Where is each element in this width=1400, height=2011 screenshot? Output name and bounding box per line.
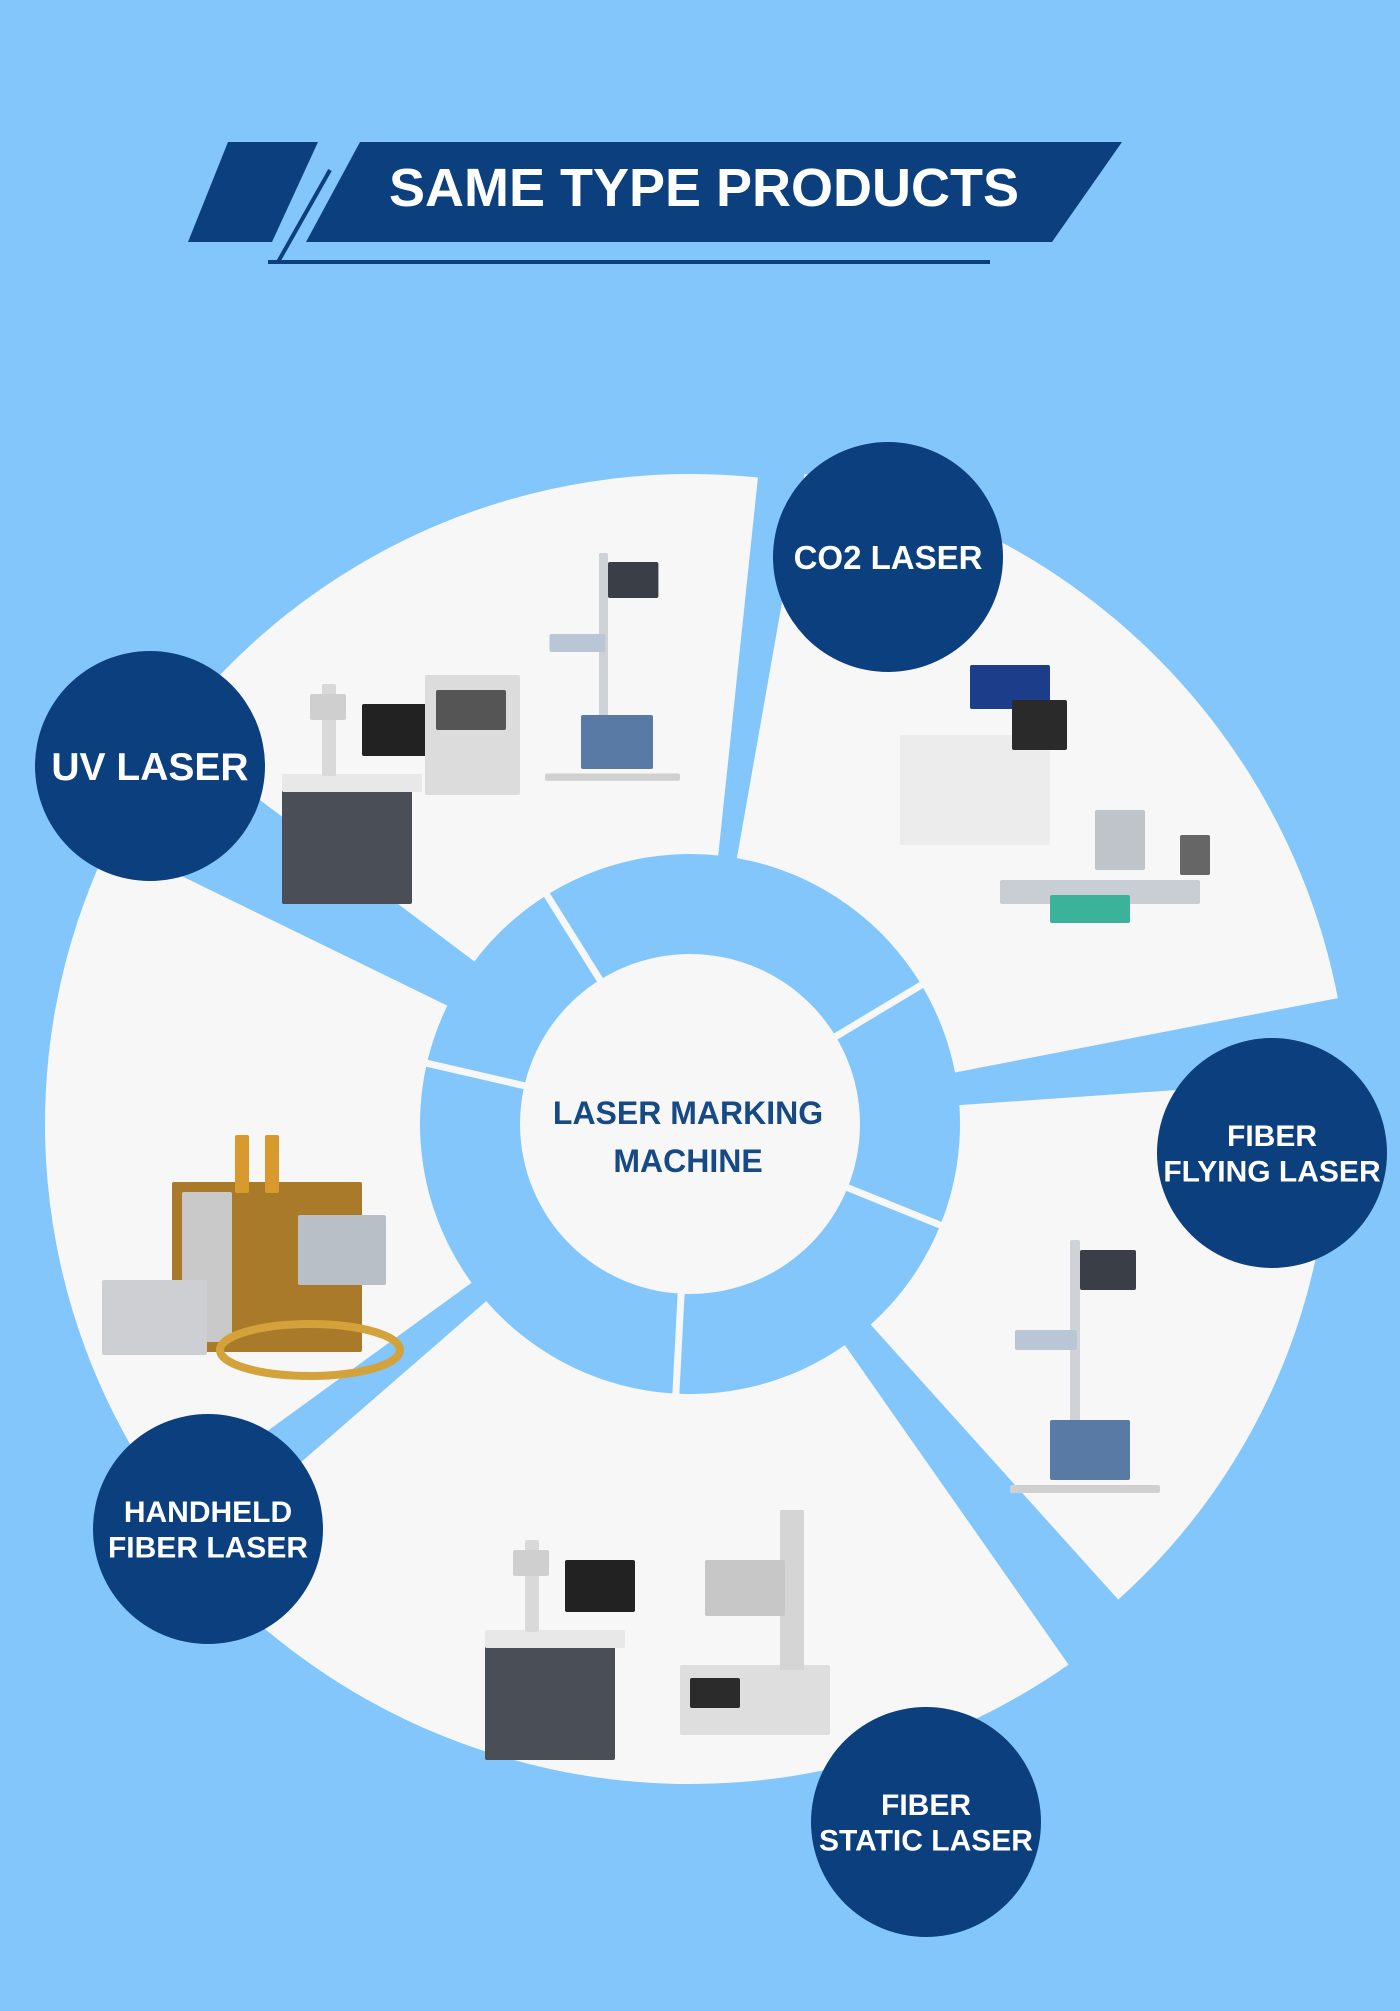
badge-circle — [773, 442, 1003, 672]
center-hub: LASER MARKING MACHINE — [520, 954, 860, 1294]
fiber-flying-machines — [1010, 1240, 1160, 1493]
spoke-co2 — [832, 970, 943, 1041]
center-circle — [520, 954, 860, 1294]
center-label-line1: LASER MARKING — [553, 1095, 823, 1131]
connector-spokes — [404, 874, 963, 1416]
panel-fiber-static — [191, 1301, 1069, 1784]
badge-label-line: STATIC LASER — [819, 1825, 1033, 1858]
badge-label-line: CO2 LASER — [794, 539, 983, 576]
banner-main-plate — [306, 142, 1122, 242]
stand-base — [1010, 1485, 1160, 1493]
center-label-line2: MACHINE — [613, 1143, 762, 1179]
badge-circle — [35, 651, 265, 881]
stand-laser-head — [1015, 1330, 1077, 1350]
banner-accent-slant — [188, 142, 318, 242]
portable-control-panel — [690, 1678, 740, 1708]
portable-column — [780, 1510, 804, 1670]
handheld-laser-head — [298, 1215, 386, 1285]
stand-monitor — [608, 562, 659, 598]
machine-monitor — [362, 704, 432, 756]
badge-label-line: FIBER — [881, 1789, 971, 1822]
handheld-gold-ring — [216, 1320, 404, 1380]
co2-conveyor-module — [1050, 895, 1130, 923]
spoke-handheld — [404, 1054, 528, 1090]
handheld-handle-right — [265, 1135, 279, 1193]
badge-circle — [93, 1414, 323, 1644]
co2-laser-head — [970, 665, 1050, 709]
uv-chiller-panel — [436, 690, 506, 730]
banner-divider-line — [276, 169, 332, 263]
handheld-handle-left — [235, 1135, 249, 1193]
product-illustrations — [102, 553, 1210, 1760]
machine-cabinet — [282, 784, 412, 904]
header-banner: SAME TYPE PRODUCTS — [188, 142, 1122, 264]
machine-monitor — [565, 1560, 635, 1612]
co2-flying-monitor — [1180, 835, 1210, 875]
spoke-fiber-flying — [844, 1183, 963, 1237]
badge-label-line: UV LASER — [51, 746, 248, 789]
stand-monitor — [1080, 1250, 1136, 1290]
machine-tabletop — [282, 774, 422, 792]
co2-laser-machines — [900, 665, 1210, 923]
badge-label-line: FLYING LASER — [1163, 1156, 1381, 1189]
handheld-fiber-machines — [102, 1135, 404, 1380]
machine-tabletop — [485, 1630, 625, 1648]
handheld-xy-stage — [102, 1280, 207, 1355]
fiber-static-machines — [485, 1510, 830, 1760]
co2-enclosure — [900, 735, 1050, 845]
badge-circle — [811, 1707, 1041, 1937]
badge-label-line: FIBER LASER — [108, 1532, 308, 1565]
stand-controller — [581, 715, 653, 769]
badge-uv: UV LASER — [35, 651, 265, 881]
spoke-fiber-static — [671, 1291, 685, 1416]
machine-cabinet — [485, 1640, 615, 1760]
badge-co2: CO2 LASER — [773, 442, 1003, 672]
page-title: SAME TYPE PRODUCTS — [389, 158, 1019, 218]
stand-laser-head — [549, 634, 606, 652]
machine-laser-head — [513, 1550, 549, 1576]
stand-controller — [1050, 1420, 1130, 1480]
uv-laser-machines — [282, 553, 680, 904]
portable-laser-head — [705, 1560, 785, 1616]
machine-laser-head — [310, 694, 346, 720]
spoke-uv — [532, 874, 604, 984]
stand-base — [545, 773, 680, 781]
badge-circle — [1157, 1038, 1387, 1268]
co2-monitor — [1012, 700, 1067, 750]
co2-flying-head — [1095, 810, 1145, 870]
badge-label-line: HANDHELD — [124, 1496, 292, 1529]
badge-label-line: FIBER — [1227, 1120, 1317, 1153]
